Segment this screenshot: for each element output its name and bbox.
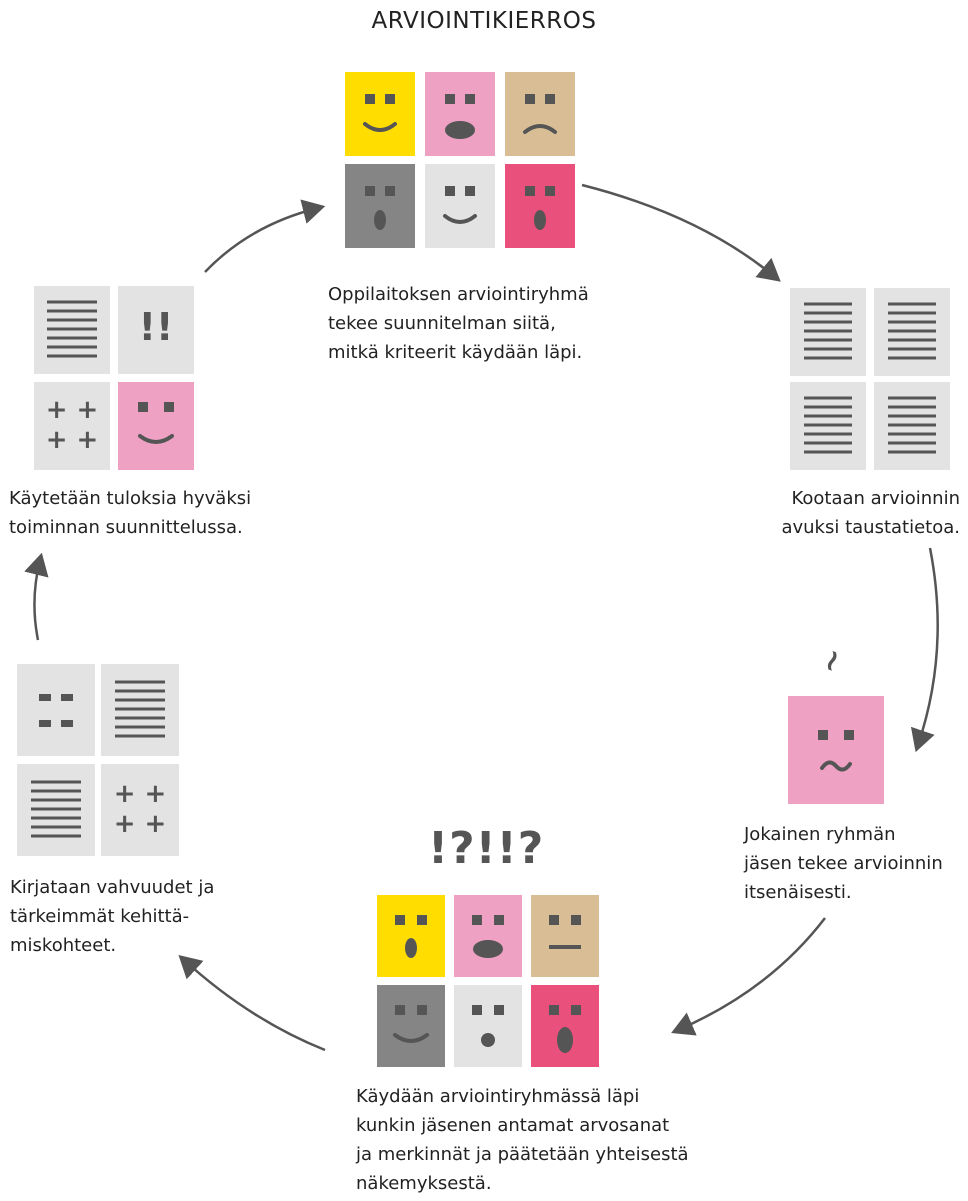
document-icon [790, 288, 866, 376]
document-icon [17, 764, 95, 856]
document-icon [34, 286, 110, 374]
strengths-and-targets-grid: + + + + [17, 664, 179, 856]
emphasis-marks: !! [139, 305, 174, 349]
face-shocked-red [531, 985, 599, 1067]
results-usage-grid: !! + + + + [34, 286, 194, 470]
arrow-2-to-3 [910, 547, 939, 753]
face-neutral-tan [531, 895, 599, 977]
document-icon [874, 382, 950, 470]
face-shocked-red [505, 164, 575, 248]
face-surprised-pink [454, 895, 522, 977]
document-icon [790, 382, 866, 470]
face-happy-gray [377, 985, 445, 1067]
plus-tile: + + + + [101, 764, 179, 856]
step-2-caption: Kootaan arvioinnin avuksi taustatietoa. [781, 488, 960, 538]
diagram-title: ARVIOINTIKIERROS [371, 8, 597, 34]
exclamation-tile: !! [118, 286, 194, 374]
document-icon [101, 664, 179, 756]
face-happy-light [425, 164, 495, 248]
arrow-6-to-1 [204, 199, 326, 273]
arrow-5-to-6 [24, 552, 49, 641]
arrow-1-to-2 [581, 183, 781, 282]
discussion-marks: !?!!? [428, 823, 545, 874]
plus-row: + + [114, 809, 167, 839]
face-shocked-gray [345, 164, 415, 248]
step-5-caption: Kirjataan vahvuudet ja tärkeimmät kehitt… [10, 877, 215, 956]
arrow-3-to-4 [671, 917, 826, 1036]
face-sad-tan [505, 72, 575, 156]
arrow-4-to-5 [178, 954, 326, 1052]
face-oh-light [454, 985, 522, 1067]
plus-row: + + [46, 425, 99, 455]
background-info-documents [790, 288, 950, 470]
plus-tile: + + + + [34, 382, 110, 470]
plus-row: + + [114, 779, 167, 809]
step-6-caption: Käytetään tuloksia hyväksi toiminnan suu… [9, 488, 252, 538]
face-happy-pink [118, 382, 194, 470]
step-1-caption: Oppilaitoksen arviointiryhmä tekee suunn… [328, 284, 589, 363]
face-happy-yellow [345, 72, 415, 156]
dash-face-tile [17, 664, 95, 756]
plus-row: + + [46, 395, 99, 425]
document-icon [874, 288, 950, 376]
planning-faces-grid [345, 72, 575, 248]
discussion-faces-grid [377, 895, 599, 1067]
step-3-caption: Jokainen ryhmän jäsen tekee arvioinnin i… [744, 824, 943, 903]
face-surprised-pink [425, 72, 495, 156]
step-4-caption: Käydään arviointiryhmässä läpi kunkin jä… [356, 1086, 689, 1194]
face-shocked-yellow [377, 895, 445, 977]
individual-assessment-face [788, 696, 884, 804]
